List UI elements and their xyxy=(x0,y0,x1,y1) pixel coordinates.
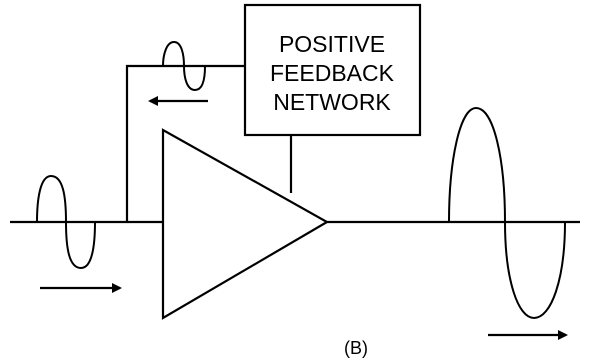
output-waveform xyxy=(448,106,566,320)
feedback-label-line3: NETWORK xyxy=(273,89,391,115)
feedback-network-box xyxy=(243,3,422,137)
feedback-waveform xyxy=(162,40,206,92)
input-waveform xyxy=(36,174,96,270)
amplifier-triangle xyxy=(161,128,330,320)
figure-caption: (B) xyxy=(344,338,368,358)
feedback-label-line1: POSITIVE xyxy=(279,31,385,57)
feedback-label-line2: FEEDBACK xyxy=(270,60,395,86)
